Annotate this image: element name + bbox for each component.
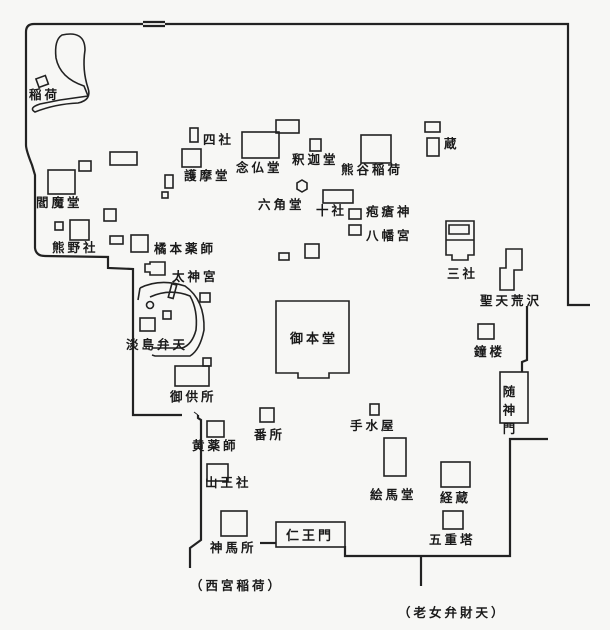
corridor-east [520, 306, 529, 372]
bansho-building [259, 407, 275, 423]
kura-building [426, 137, 440, 157]
building [199, 292, 211, 303]
label-inari: 稲荷 [29, 87, 60, 102]
label-gohondo: 御本堂 [289, 331, 338, 347]
wall-south [343, 437, 548, 558]
kumanosha-building [69, 219, 90, 241]
building [278, 252, 290, 261]
gohondo-building [275, 300, 350, 379]
chozuya-building [369, 403, 380, 416]
pond-north [31, 33, 90, 113]
building [202, 357, 212, 367]
kura-building [424, 121, 441, 133]
outer-wall-north-west [24, 22, 182, 417]
building [103, 208, 117, 222]
label-shinmesho: 神馬所 [210, 540, 257, 555]
building [109, 151, 138, 166]
label-nenbutsudo: 念仏堂 [236, 160, 283, 175]
gokusho-building [174, 365, 210, 387]
sansha-building [445, 220, 475, 261]
shakado-building [309, 138, 322, 152]
label-gojunoto: 五重塔 [429, 532, 476, 547]
hachimangu-building [348, 224, 362, 236]
shoro-building [477, 323, 495, 340]
shinmesho-building [220, 510, 248, 537]
gate-north [143, 20, 165, 28]
zuishinmon-building [499, 371, 529, 424]
tachibana-yakushi-building [130, 234, 149, 253]
outer-wall-north-east [165, 22, 590, 307]
bridge [167, 282, 178, 300]
awashima-benten-building [139, 317, 156, 332]
label-enmado: 閻魔堂 [36, 195, 83, 210]
enmado-building [47, 169, 76, 195]
sannosha-building [206, 463, 229, 482]
label-gomado: 護摩堂 [184, 168, 231, 183]
label-kura: 蔵 [444, 136, 460, 151]
pond-garden [137, 281, 205, 357]
label-kumanosha: 熊野社 [52, 240, 99, 255]
building [304, 243, 320, 259]
label-shoro: 鐘楼 [474, 344, 505, 359]
label-sansha: 三社 [447, 266, 478, 281]
label-gokusho: 御供所 [169, 389, 217, 404]
label-rojo-benzaiten: （老女弁財天） [398, 605, 507, 620]
hososhin-building [348, 208, 362, 220]
building [275, 119, 300, 134]
building [162, 310, 172, 320]
label-shoten-arasawa: 聖天荒沢 [480, 293, 542, 308]
jissha-building [322, 189, 354, 204]
inner-wall-west [188, 415, 203, 568]
building [78, 160, 92, 172]
building [164, 174, 174, 189]
wall-joint [193, 411, 199, 416]
building [109, 235, 124, 245]
label-sannosha: 山王社 [205, 475, 252, 490]
kyozo-building [440, 461, 471, 488]
label-emado: 絵馬堂 [370, 487, 417, 502]
label-hososhin: 疱瘡神 [366, 204, 413, 219]
label-awashima-benten: 淡島弁天 [126, 337, 188, 352]
labels: 稲荷 四社 念仏堂 釈迦堂 熊谷稲荷 蔵 護摩堂 閻魔堂 六角堂 十社 疱瘡神 … [29, 87, 542, 620]
inari-shrine [34, 74, 50, 89]
label-tachibana-yakushi: 橘本薬師 [153, 241, 216, 256]
emado-building [383, 437, 407, 477]
label-nishinomiya-inari: （西宮稲荷） [190, 578, 283, 593]
daijingu-building [144, 261, 166, 276]
shoten-arasawa-building [499, 248, 523, 291]
niomon-building [275, 521, 346, 548]
label-kyozo: 経蔵 [440, 490, 471, 505]
label-zuishinmon: 随神門 [501, 384, 516, 441]
label-chozuya: 手水屋 [350, 418, 397, 433]
nenbutsudo-building [241, 131, 280, 159]
label-kumagai-inari: 熊谷稲荷 [341, 162, 403, 177]
building [54, 221, 64, 231]
label-hachimangu: 八幡宮 [365, 228, 413, 243]
gojunoto-building [442, 510, 464, 530]
label-jissha: 十社 [316, 203, 347, 218]
yonsha-building [189, 127, 199, 143]
rokkakudo-building [296, 179, 308, 193]
precinct-walls [24, 20, 590, 586]
label-yonsha: 四社 [203, 132, 234, 147]
ki-yakushi-building [206, 420, 225, 438]
label-daijingu: 太神宮 [172, 269, 219, 284]
gomado-building [181, 148, 202, 168]
label-rokkakudo: 六角堂 [258, 197, 305, 212]
label-bansho: 番所 [253, 427, 285, 442]
buildings [34, 74, 529, 548]
building [161, 191, 169, 199]
label-shakado: 釈迦堂 [292, 152, 339, 167]
lantern [145, 300, 155, 310]
label-niomon: 仁王門 [286, 528, 334, 544]
label-ki-yakushi: 黄薬師 [192, 438, 239, 453]
kumagai-inari-building [360, 134, 392, 164]
